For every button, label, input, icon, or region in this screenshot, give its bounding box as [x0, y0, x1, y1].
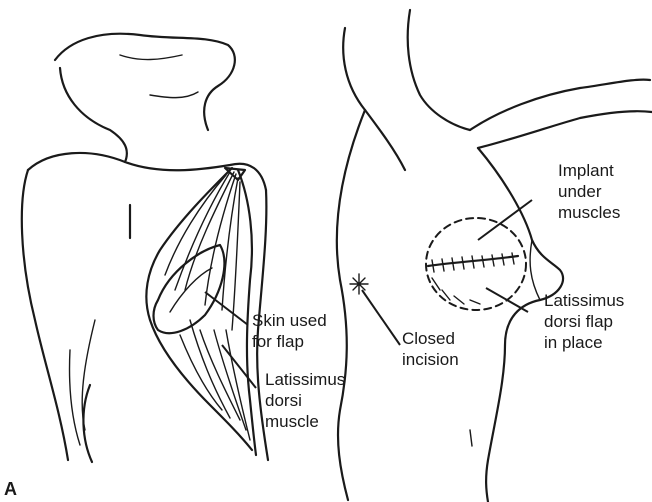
leader-skin-flap: [205, 292, 248, 325]
label-implant-line2: under: [558, 182, 602, 201]
label-skin-flap-line2: for flap: [252, 332, 304, 351]
leader-flap-in-place: [486, 288, 528, 312]
label-closed-incision-line1: Closed: [402, 329, 455, 348]
right-raised-arm: [343, 10, 470, 170]
right-arm-top: [470, 80, 652, 148]
label-latissimus-line3: muscle: [265, 412, 319, 431]
label-implant: Implant under muscles: [558, 161, 620, 222]
panel-letter: A: [4, 479, 17, 499]
left-raised-arm: [55, 34, 235, 162]
leader-closed-incision: [362, 290, 400, 345]
latissimus-muscle-fan: [146, 168, 256, 455]
skin-island-ellipse: [154, 245, 225, 333]
label-flap-in-place: Latissimus dorsi flap in place: [544, 291, 629, 352]
left-back-figure: [22, 34, 268, 462]
label-implant-line1: Implant: [558, 161, 614, 180]
right-side-figure: [337, 10, 652, 502]
label-skin-flap: Skin used for flap: [252, 311, 331, 351]
label-closed-incision-line2: incision: [402, 350, 459, 369]
label-flap-line3: in place: [544, 333, 603, 352]
closed-incision-mark: [350, 274, 368, 294]
label-flap-line2: dorsi flap: [544, 312, 613, 331]
label-implant-line3: muscles: [558, 203, 620, 222]
left-scapula-line: [69, 320, 95, 445]
label-flap-line1: Latissimus: [544, 291, 624, 310]
right-navel-mark: [470, 430, 472, 446]
label-latissimus-line1: Latissimus: [265, 370, 345, 389]
left-arm-fold: [120, 55, 198, 98]
leader-latissimus-muscle: [222, 345, 256, 388]
label-latissimus-line2: dorsi: [265, 391, 302, 410]
label-latissimus-muscle: Latissimus dorsi muscle: [265, 370, 350, 431]
left-lower-curve: [83, 385, 92, 462]
right-breast-crease: [530, 240, 540, 300]
label-skin-flap-line1: Skin used: [252, 311, 327, 330]
skin-island-inner: [170, 268, 212, 312]
left-torso-edge: [22, 170, 68, 460]
right-back-outline: [337, 110, 365, 500]
label-closed-incision: Closed incision: [402, 329, 460, 369]
